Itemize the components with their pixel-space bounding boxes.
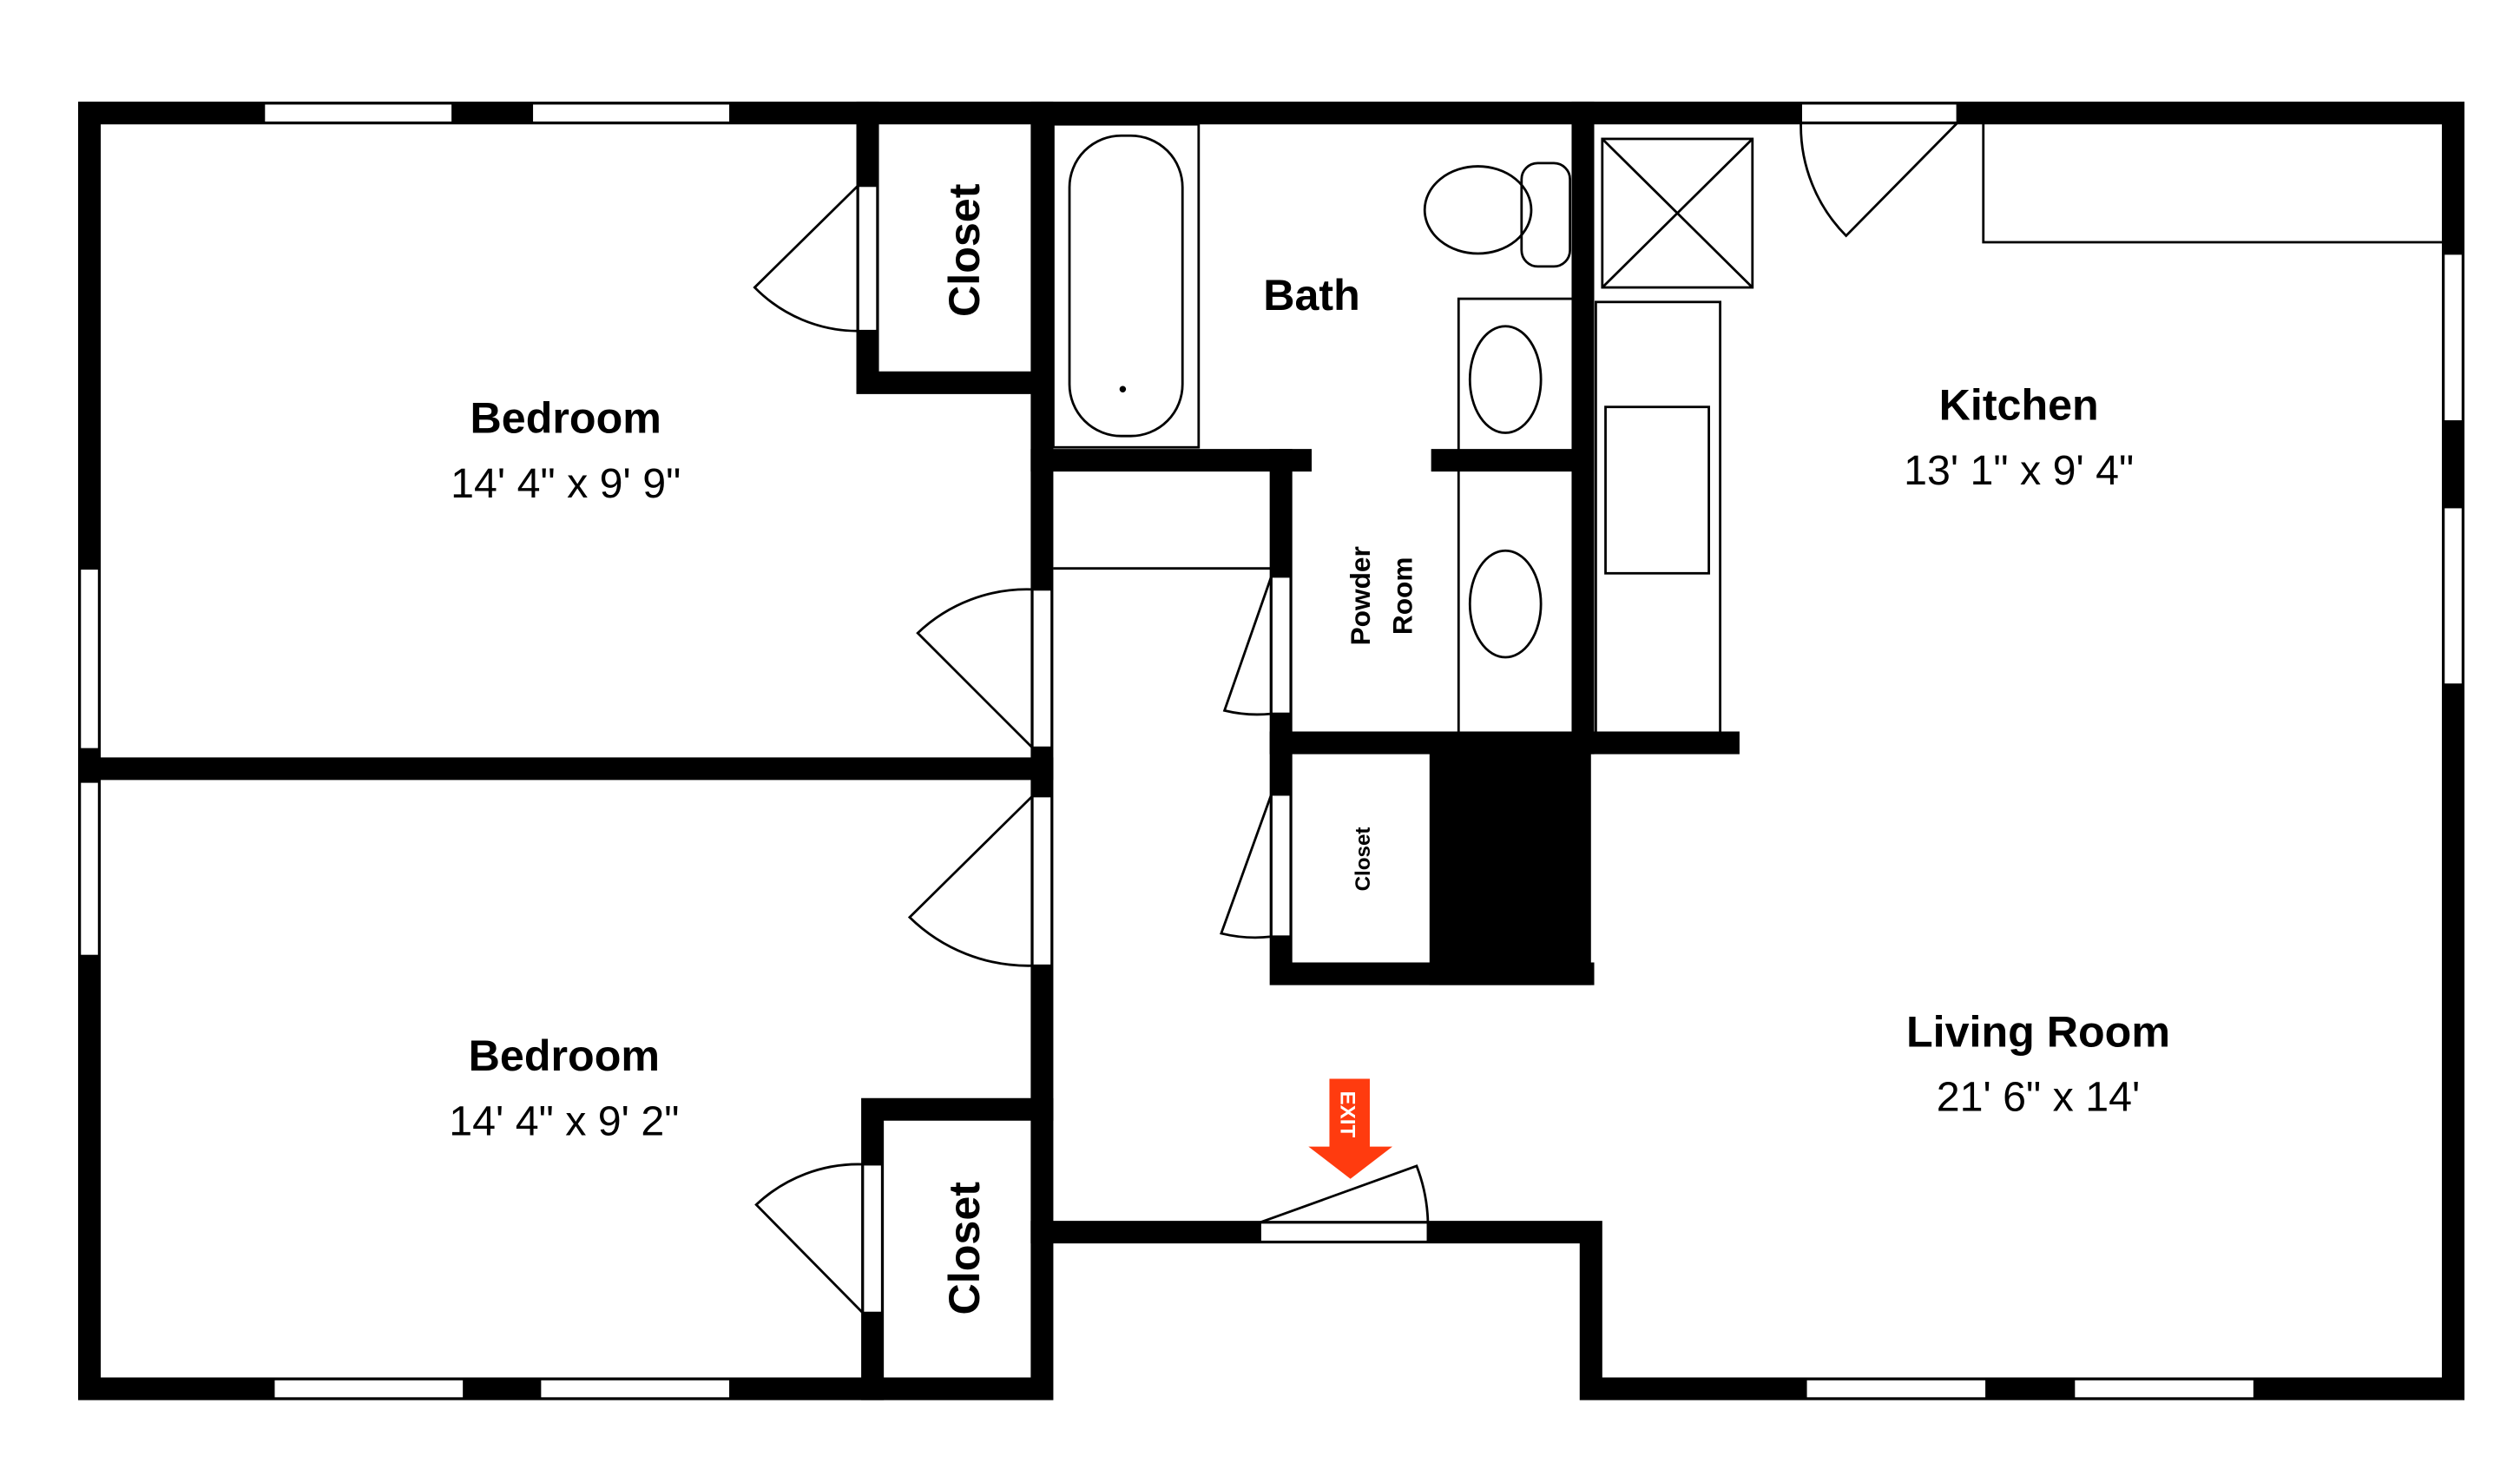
room-label-closet-2: Closet — [940, 1182, 989, 1315]
room-label-powder-line1: Powder — [1345, 546, 1376, 645]
room-label-closet-1: Closet — [940, 183, 989, 317]
room-label-bedroom-1: Bedroom — [470, 393, 661, 442]
exit-arrow-icon: EXIT — [1308, 1078, 1393, 1179]
room-dims-living-room: 21' 6" x 14' — [1937, 1074, 2141, 1121]
room-label-bath: Bath — [1263, 271, 1360, 320]
room-label-closet-3: Closet — [1352, 827, 1375, 892]
windows — [78, 102, 2464, 1400]
room-dims-bedroom-1: 14' 4" x 9' 9" — [451, 460, 681, 507]
room-label-living-room: Living Room — [1906, 1007, 2170, 1056]
room-dims-kitchen: 13' 1" x 9' 4" — [1904, 447, 2134, 494]
doors — [753, 122, 1958, 1315]
room-label-kitchen: Kitchen — [1939, 381, 2099, 430]
fixtures — [1052, 122, 2442, 736]
room-label-bedroom-2: Bedroom — [469, 1031, 660, 1080]
room-dims-bedroom-2: 14' 4" x 9' 2" — [449, 1098, 679, 1145]
exit-label: EXIT — [1335, 1091, 1359, 1138]
room-label-powder-line2: Room — [1386, 557, 1418, 636]
